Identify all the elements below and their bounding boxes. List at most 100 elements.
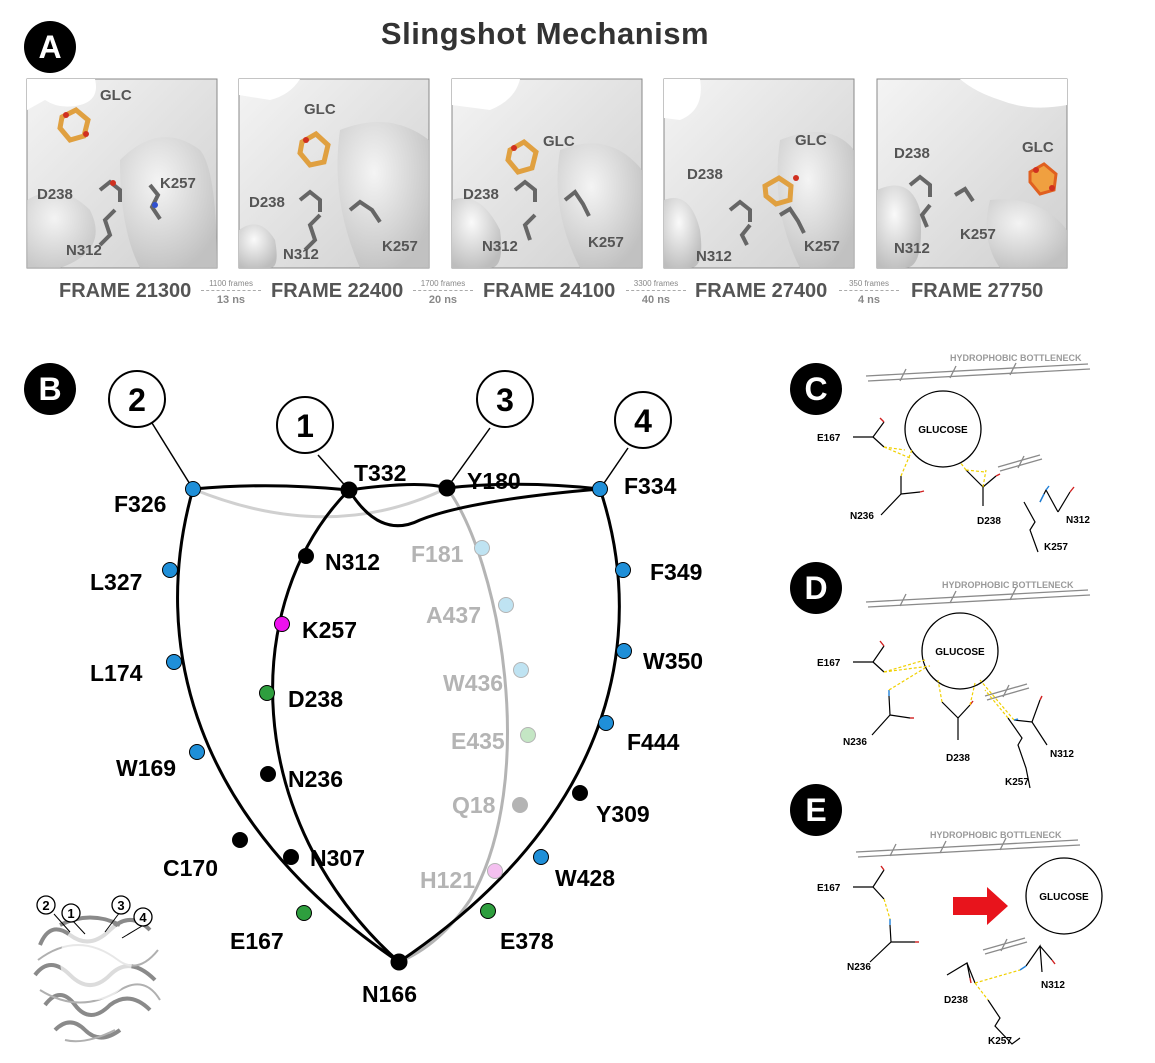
snapshot-label-k257: K257	[382, 238, 418, 255]
label-n312: N312	[325, 549, 380, 575]
glucose-molecule	[297, 130, 331, 168]
snapshot-label-d238: D238	[463, 186, 499, 203]
path-number-3: 3	[476, 370, 534, 428]
panel-c-scheme: HYDROPHOBIC BOTTLENECK GLUCOSE E167 N236…	[817, 353, 1091, 553]
gap-time-4: 4 ns	[857, 294, 880, 306]
label-k257: K257	[1044, 542, 1068, 553]
path-number-1: 1	[276, 396, 334, 454]
label-f326: F326	[114, 491, 166, 517]
protein-structure-inset: 2 1 3 4	[33, 895, 161, 1043]
svg-text:1: 1	[296, 408, 314, 444]
pointer-path-2	[151, 422, 194, 490]
node-q18	[512, 797, 528, 813]
node-l174	[166, 654, 182, 670]
node-t332	[340, 481, 358, 499]
snapshot-frame-21300: GLC D238 K257 N312	[26, 78, 218, 269]
inset-number-3: 3	[111, 895, 131, 915]
label-k257: K257	[988, 1036, 1012, 1047]
hydrogen-bonds	[883, 659, 1015, 721]
label-k257: K257	[1005, 777, 1029, 788]
svg-text:4: 4	[139, 910, 147, 925]
frame-label-1: FRAME 21300	[59, 280, 192, 302]
label-e435: E435	[451, 728, 505, 754]
gap-time-1: 13 ns	[216, 294, 246, 306]
snapshot-label-n312: N312	[283, 246, 319, 263]
node-y180	[438, 479, 456, 497]
node-n307	[283, 849, 299, 865]
gap-arrow-4	[839, 290, 899, 291]
frame-label-3: FRAME 24100	[483, 280, 616, 302]
label-l327: L327	[90, 569, 142, 595]
node-l327	[162, 562, 178, 578]
label-c170: C170	[163, 855, 218, 881]
panel-c-badge: C	[790, 363, 842, 415]
label-f444: F444	[627, 729, 680, 755]
label-w436: W436	[443, 670, 503, 696]
node-e435	[520, 727, 536, 743]
bottleneck-label: HYDROPHOBIC BOTTLENECK	[942, 580, 1074, 590]
snapshot-label-k257: K257	[588, 234, 624, 251]
label-w428: W428	[555, 865, 615, 891]
node-a437	[498, 597, 514, 613]
glucose-circle	[904, 390, 982, 468]
node-w350	[616, 643, 632, 659]
glucose-molecule	[57, 107, 91, 143]
hydrophobic-bottleneck-lines	[865, 362, 1091, 472]
node-w436	[513, 662, 529, 678]
panel-b-badge: B	[24, 363, 76, 415]
figure-title: Slingshot Mechanism	[380, 16, 710, 51]
node-f181	[474, 540, 490, 556]
glucose-circle	[1025, 857, 1103, 935]
label-n236: N236	[850, 511, 874, 522]
label-d238: D238	[944, 995, 968, 1006]
snapshot-frame-22400: GLC D238 K257 N312	[238, 78, 430, 269]
label-n236: N236	[288, 766, 343, 792]
node-n236	[260, 766, 276, 782]
node-h121	[487, 863, 503, 879]
node-f334	[592, 481, 608, 497]
panel-e-badge: E	[790, 784, 842, 836]
snapshot-label-n312: N312	[894, 240, 930, 257]
node-w169	[189, 744, 205, 760]
node-e167	[296, 905, 312, 921]
hydrogen-bonds	[883, 446, 987, 488]
inset-number-2: 2	[36, 895, 56, 915]
svg-text:4: 4	[634, 403, 652, 439]
label-n312: N312	[1066, 515, 1090, 526]
top-link-y180-f334	[446, 482, 601, 491]
snapshot-frame-24100: GLC D238 K257 N312	[451, 78, 643, 269]
snapshot-label-k257: K257	[960, 226, 996, 243]
snapshot-strip: GLC D238 K257 N312 GLC D238 K257 N312 GL…	[26, 78, 1068, 269]
label-n307: N307	[310, 845, 365, 871]
snapshot-label-n312: N312	[66, 242, 102, 259]
label-l174: L174	[90, 660, 143, 686]
inset-number-4: 4	[133, 907, 153, 927]
gap-frames-1: 1100 frames	[209, 279, 253, 288]
panel-d-badge: D	[790, 562, 842, 614]
frame-label-5: FRAME 27750	[911, 280, 1044, 302]
pathway-network-diagram: 1 2 3 4 F326 L327 L174	[33, 370, 703, 1043]
node-n166	[390, 953, 408, 971]
label-e378: E378	[500, 928, 554, 954]
label-e167: E167	[817, 658, 841, 669]
label-k257: K257	[302, 617, 357, 643]
label-e167: E167	[817, 883, 841, 894]
svg-text:2: 2	[42, 898, 49, 913]
glucose-circle	[921, 612, 999, 690]
label-d238: D238	[946, 753, 970, 764]
label-d238: D238	[977, 516, 1001, 527]
frame-label-4: FRAME 27400	[695, 280, 828, 302]
label-n312: N312	[1050, 749, 1074, 760]
snapshot-frame-27400: GLC D238 K257 N312	[663, 78, 855, 269]
path-4-chain	[398, 488, 621, 964]
back-arc	[192, 486, 448, 519]
svg-text:1: 1	[67, 906, 74, 921]
panel-d-scheme: HYDROPHOBIC BOTTLENECK GLUCOSE E167 N236…	[817, 580, 1091, 789]
label-w350: W350	[643, 648, 703, 674]
gap-time-3: 40 ns	[641, 294, 671, 306]
node-f326	[185, 481, 201, 497]
path-2-chain	[176, 488, 400, 964]
svg-text:3: 3	[117, 898, 124, 913]
label-n312: N312	[1041, 980, 1065, 991]
label-h121: H121	[420, 867, 475, 893]
